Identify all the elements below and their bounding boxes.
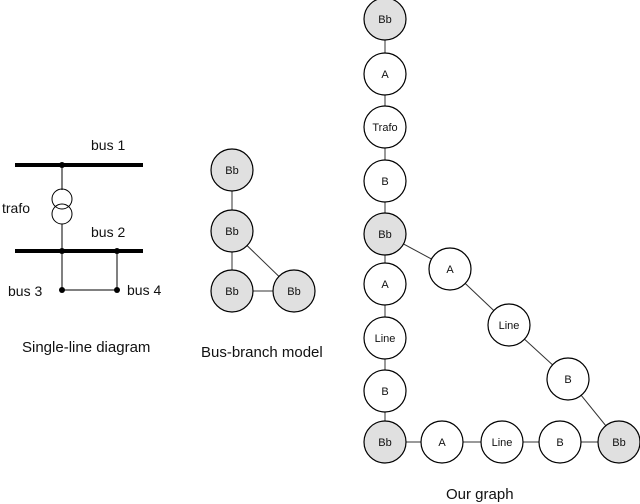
- our-graph-node-v5: Bb: [363, 212, 407, 256]
- our-graph-node-circle: [363, 420, 407, 464]
- bus-branch-node-circle: [272, 269, 316, 313]
- bus-branch-node-circle: [210, 209, 254, 253]
- our-graph-node-circle: [487, 303, 531, 347]
- our-graph-node-h3: B: [538, 420, 582, 464]
- bus-branch-node-label: Bb: [225, 286, 238, 298]
- our-graph-node-label: Trafo: [372, 122, 397, 134]
- our-graph-node-h1: A: [420, 420, 464, 464]
- our-graph-node-v2: A: [363, 52, 407, 96]
- bus4-dot: [114, 287, 120, 293]
- our-graph-node-label: Bb: [378, 437, 391, 449]
- our-graph-node-label: B: [556, 437, 563, 449]
- our-graph-node-d2: Line: [487, 303, 531, 347]
- our-graph-node-label: Line: [375, 333, 396, 345]
- our-graph-node-h2: Line: [480, 420, 524, 464]
- our-graph-node-d3: B: [546, 357, 590, 401]
- our-graph-node-label: B: [381, 386, 388, 398]
- our-graph-node-circle: [428, 247, 472, 291]
- bus-branch-node-bb4: Bb: [272, 269, 316, 313]
- bus-branch-node-circle: [210, 148, 254, 192]
- our-graph-node-circle: [546, 357, 590, 401]
- our-graph-node-v3: Trafo: [363, 105, 407, 149]
- single-line-diagram-caption: Single-line diagram: [22, 339, 150, 356]
- single-line-diagram: bus 1 trafo bus 2 bus 3 bus 4 Single-lin…: [2, 137, 161, 356]
- bus3-label: bus 3: [8, 283, 42, 299]
- our-graph-node-circle: [420, 420, 464, 464]
- bus-branch-node-bb2: Bb: [210, 209, 254, 253]
- our-graph-node-v6: A: [363, 262, 407, 306]
- our-graph-node-v8: B: [363, 369, 407, 413]
- our-graph-node-label: Line: [499, 320, 520, 332]
- our-graph-node-circle: [538, 420, 582, 464]
- bus-branch-node-circle: [210, 269, 254, 313]
- our-graph-node-d1: A: [428, 247, 472, 291]
- bus-branch-node-label: Bb: [225, 165, 238, 177]
- bus-branch-node-bb3: Bb: [210, 269, 254, 313]
- our-graph-node-circle: [363, 52, 407, 96]
- trafo-winding-lower: [51, 203, 73, 225]
- our-graph-node-label: B: [564, 374, 571, 386]
- bus-branch-model-caption: Bus-branch model: [201, 344, 323, 361]
- our-graph-node-v7: Line: [363, 316, 407, 360]
- bus2-label: bus 2: [91, 224, 125, 240]
- our-graph-node-label: A: [438, 437, 446, 449]
- bus3-dot: [59, 287, 65, 293]
- our-graph-node-h4: Bb: [597, 420, 640, 464]
- our-graph-node-label: A: [381, 279, 389, 291]
- our-graph-node-circle: [363, 369, 407, 413]
- our-graph-node-label: Line: [492, 437, 513, 449]
- bus1-label: bus 1: [91, 137, 125, 153]
- our-graph-node-circle: [363, 262, 407, 306]
- our-graph-node-v9: Bb: [363, 420, 407, 464]
- our-graph-node-label: B: [381, 176, 388, 188]
- our-graph-node-circle: [363, 212, 407, 256]
- our-graph-node-circle: [363, 0, 407, 41]
- trafo-winding-upper: [51, 188, 73, 210]
- our-graph-node-label: Bb: [378, 14, 391, 26]
- our-graph-node-v1: Bb: [363, 0, 407, 41]
- our-graph-node-circle: [363, 159, 407, 203]
- bus4-label: bus 4: [127, 282, 161, 298]
- our-graph-caption: Our graph: [446, 486, 514, 503]
- our-graph-node-v4: B: [363, 159, 407, 203]
- our-graph-node-label: A: [446, 264, 454, 276]
- our-graph-node-label: A: [381, 69, 389, 81]
- our-graph-node-circle: [363, 105, 407, 149]
- bus-branch-node-bb1: Bb: [210, 148, 254, 192]
- bus-branch-node-label: Bb: [287, 286, 300, 298]
- our-graph-node-circle: [480, 420, 524, 464]
- our-graph-node-label: Bb: [612, 437, 625, 449]
- bus1-junction-dot: [59, 162, 65, 168]
- bus-branch-node-label: Bb: [225, 226, 238, 238]
- our-graph-node-label: Bb: [378, 229, 391, 241]
- our-graph-node-circle: [597, 420, 640, 464]
- our-graph-node-circle: [363, 316, 407, 360]
- trafo-label: trafo: [2, 200, 30, 216]
